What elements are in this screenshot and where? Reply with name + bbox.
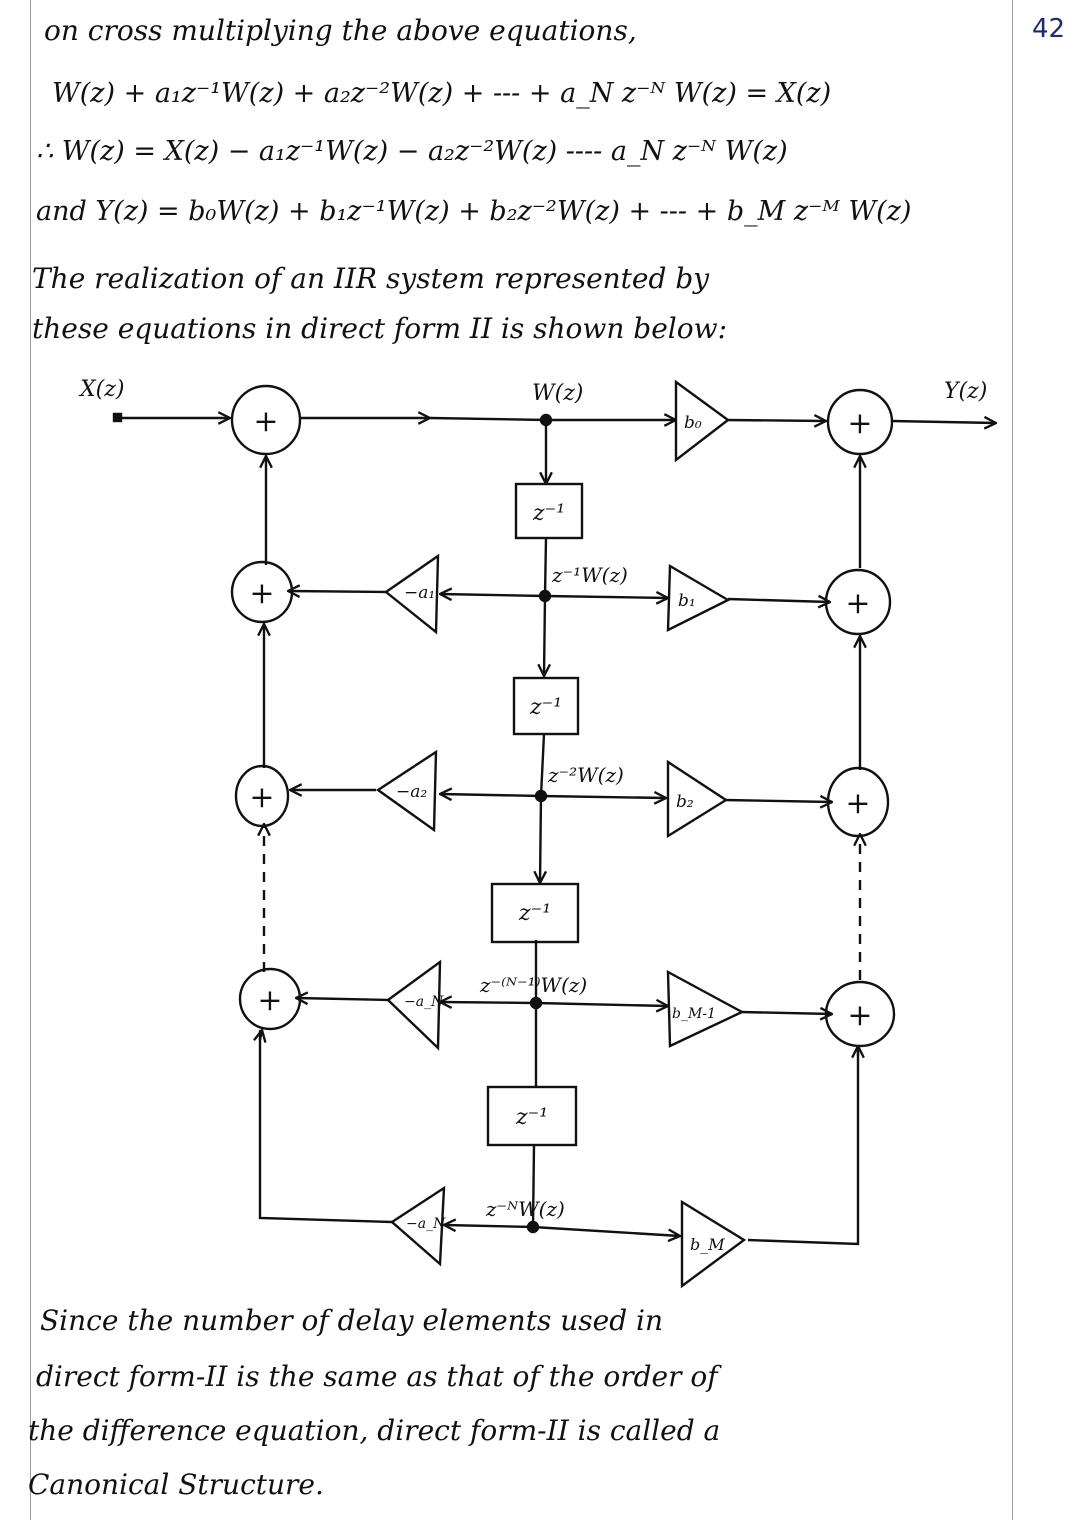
gain-label-neg-a2: −a₂: [396, 782, 427, 802]
output-label: Y(z): [944, 379, 987, 404]
conclusion-line-2: direct form-II is the same as that of th…: [36, 1360, 718, 1393]
wire-tap2-to-b2: [540, 796, 666, 798]
intro-lead: on cross multiplying the above equations…: [44, 14, 637, 47]
gain-neg-a1: [383, 553, 440, 635]
adder-left-2: [230, 560, 294, 624]
delay-box-2: [512, 676, 580, 736]
gain-bm: [680, 1199, 747, 1289]
wire-tap2-to-a2: [440, 794, 542, 796]
wire-bm-right: [747, 1046, 860, 1246]
delay-box-1: [514, 482, 584, 540]
conclusion-line-4: Canonical Structure.: [28, 1468, 324, 1501]
delay-label-1: z⁻¹: [532, 501, 565, 526]
gain-b0: [674, 379, 731, 463]
wire-b1-to-adder: [727, 599, 830, 602]
gain-bm-1: [666, 969, 745, 1048]
wire-to-delay-3: [540, 795, 541, 883]
adder-left-4: [238, 967, 302, 1031]
main-wire-b: [429, 416, 547, 422]
tap-label-2: z⁻²W(z): [547, 763, 624, 787]
gain-label-bm: b_M: [690, 1235, 725, 1254]
gain-label-neg-a1: −a₁: [404, 583, 435, 603]
gain-neg-a2: [375, 749, 438, 833]
tap-label-1: z⁻¹W(z): [551, 563, 628, 587]
input-label: X(z): [78, 377, 124, 402]
arrow-up-bottom-left: [260, 1030, 262, 1040]
delay-box-3: [490, 882, 580, 944]
delay-label-2: z⁻¹: [529, 695, 562, 720]
gain-b1: [666, 563, 731, 632]
wire-delay2-down: [539, 733, 546, 797]
output-wire: [891, 421, 996, 423]
adder-plus-r3: +: [845, 786, 870, 821]
gain-label-b2: b₂: [676, 792, 694, 812]
gain-label-neg-an-1: −a_N: [404, 994, 444, 1010]
wire-bm1-to-adder: [739, 1012, 832, 1014]
wire-tap4-to-an: [444, 1225, 534, 1227]
gain-label-b0: b₀: [684, 413, 702, 433]
wire-b2-to-adder: [723, 800, 832, 802]
input-terminal: [112, 412, 123, 423]
adder-plus-r1: +: [847, 406, 872, 441]
wire-tap3-to-an: [440, 1002, 537, 1003]
wire-b0-to-adder: [725, 420, 826, 421]
wire-delay1-down: [543, 537, 548, 597]
delay-box-4: [486, 1085, 578, 1147]
adder-plus-l4: +: [257, 983, 282, 1018]
wire-tap4-to-bm: [532, 1225, 680, 1236]
wire-an-to-adder: [296, 998, 391, 1000]
node-w-label: W(z): [532, 381, 583, 406]
adder-right-3: [826, 766, 890, 838]
wire-delay4-down: [531, 1144, 536, 1228]
adder-plus-l3: +: [249, 780, 274, 815]
page-number: 42: [1032, 14, 1066, 44]
wire-an-bottom: [258, 1030, 393, 1224]
adder-plus-l1: +: [253, 404, 278, 439]
wire-tap3-to-bm1: [535, 1003, 668, 1006]
wire-to-delay-2: [544, 595, 545, 676]
delay-label-4: z⁻¹: [515, 1105, 548, 1130]
gain-label-bm-1: b_M-1: [672, 1006, 716, 1022]
left-margin-line: [30, 0, 31, 1520]
equation-2: ∴ W(z) = X(z) − a₁z⁻¹W(z) − a₂z⁻²W(z) --…: [36, 136, 788, 167]
node-w: [539, 413, 553, 427]
adder-right-2: [824, 568, 892, 636]
delay-label-3: z⁻¹: [518, 901, 551, 926]
gain-neg-an-1: [386, 959, 442, 1051]
direct-form-ii-diagram: + + + + + + + + X(z) Y(z) W(z) z⁻¹W(z) z…: [78, 377, 1084, 1289]
realization-line-1: The realization of an IIR system represe…: [32, 262, 710, 295]
equation-3: and Y(z) = b₀W(z) + b₁z⁻¹W(z) + b₂z⁻²W(z…: [36, 196, 912, 227]
wire-tap1-to-a1: [440, 594, 546, 596]
gain-b2: [666, 759, 729, 839]
wire-a1-to-adder: [288, 591, 387, 592]
equation-1: W(z) + a₁z⁻¹W(z) + a₂z⁻²W(z) + --- + a_N…: [52, 78, 832, 109]
tap-label-4: z⁻ᴺW(z): [485, 1197, 565, 1221]
adder-plus-l2: +: [249, 576, 274, 611]
adder-right-1: [826, 388, 894, 456]
adder-right-4: [824, 980, 896, 1048]
gain-label-neg-an-2: −a_N: [406, 1216, 446, 1232]
conclusion-line-1: Since the number of delay elements used …: [40, 1304, 664, 1337]
tap-label-3: z⁻⁽ᴺ⁻¹⁾W(z): [479, 973, 587, 997]
conclusion-line-3: the difference equation, direct form-II …: [28, 1414, 721, 1447]
adder-plus-r2: +: [845, 586, 870, 621]
adder-plus-r4: +: [847, 998, 872, 1033]
gain-neg-an-2: [390, 1185, 446, 1267]
right-margin-line: [1012, 0, 1013, 1520]
realization-line-2: these equations in direct form II is sho…: [32, 312, 728, 345]
adder-left-3: [234, 764, 290, 828]
adder-left-1: [230, 384, 302, 456]
wire-tap1-to-b1: [544, 596, 668, 598]
gain-label-b1: b₁: [678, 591, 696, 611]
